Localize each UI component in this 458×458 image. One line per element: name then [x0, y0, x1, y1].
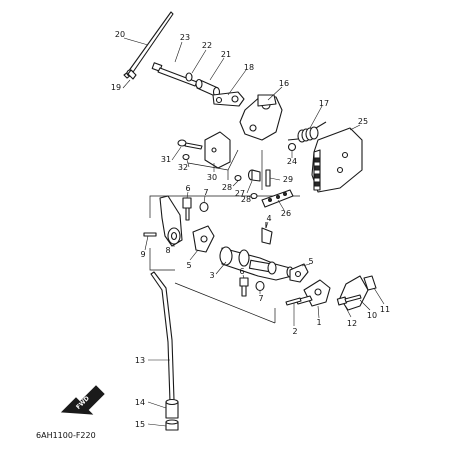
- callout-17: 17: [319, 99, 329, 108]
- screw-31: [177, 139, 203, 150]
- callout-24: 24: [287, 157, 297, 166]
- pin-2: [285, 297, 302, 306]
- shift-shaft-3: [219, 246, 294, 281]
- throttle-cam-16: [239, 94, 283, 141]
- assembly-brackets: [149, 149, 300, 324]
- washer-32: [182, 153, 190, 161]
- bolt-6-lower: [239, 277, 249, 297]
- callout-19: 19: [111, 83, 121, 92]
- pin-28-lower: [250, 192, 258, 200]
- callout-26: 26: [281, 209, 291, 218]
- callout-3: 3: [209, 271, 214, 280]
- grommet-14: [165, 398, 179, 419]
- pin-9: [143, 232, 157, 237]
- callout-31: 31: [161, 155, 171, 164]
- callout-6-lower: 6: [239, 267, 244, 276]
- callout-5-left: 5: [186, 261, 191, 270]
- clip-19: [127, 69, 137, 80]
- callout-25: 25: [358, 117, 368, 126]
- washer-7-lower: [255, 280, 265, 292]
- callout-10: 10: [367, 311, 377, 320]
- callout-7-upper: 7: [203, 188, 208, 197]
- bracket-plate-25: [311, 127, 363, 193]
- lever-5-left: [192, 225, 215, 253]
- callout-labels: 20 23 22 21 18 19 16 17 25 24 31 32 30 2…: [111, 30, 390, 429]
- callout-9: 9: [140, 250, 145, 259]
- callout-15: 15: [135, 420, 145, 429]
- callout-14: 14: [135, 398, 145, 407]
- bolt-12: [336, 294, 362, 306]
- callout-7-lower: 7: [258, 294, 263, 303]
- callout-16: 16: [279, 79, 289, 88]
- spring-17: [287, 121, 327, 143]
- bolt-23: [151, 62, 198, 87]
- callout-29: 29: [283, 175, 293, 184]
- plate-30: [204, 131, 231, 169]
- collar-27: [247, 169, 261, 182]
- callout-32: 32: [178, 163, 188, 172]
- callout-13: 13: [135, 356, 145, 365]
- callout-28-lower: 28: [241, 195, 251, 204]
- washer-7-upper: [199, 201, 209, 213]
- callout-30: 30: [207, 173, 217, 182]
- spacer-11: [363, 275, 377, 291]
- callout-18: 18: [244, 63, 254, 72]
- callout-23: 23: [180, 33, 190, 42]
- callout-20: 20: [115, 30, 125, 39]
- callout-27: 27: [235, 189, 245, 198]
- lever-5-right: [289, 263, 309, 283]
- fwd-arrow-icon: FWD: [60, 385, 105, 415]
- callout-5-right: 5: [308, 257, 313, 266]
- lever-1: [295, 279, 331, 307]
- nut-15: [165, 419, 179, 431]
- collar-21: [195, 78, 221, 98]
- callout-8: 8: [165, 246, 170, 255]
- link-26: [261, 189, 294, 208]
- callout-28-upper: 28: [222, 183, 232, 192]
- callout-12: 12: [347, 319, 357, 328]
- leader-lines: [122, 37, 385, 427]
- washer-22: [185, 72, 193, 82]
- lever-18: [212, 91, 245, 107]
- clip-4: [261, 222, 273, 245]
- shift-rod-13: [150, 271, 175, 403]
- bolt-6-upper: [182, 197, 192, 221]
- link-rod-20: [123, 11, 174, 79]
- pin-28-upper: [234, 174, 242, 182]
- bracket-8: [159, 195, 183, 247]
- callout-22: 22: [202, 41, 212, 50]
- callout-11: 11: [380, 305, 390, 314]
- callout-21: 21: [221, 50, 231, 59]
- pin-29: [265, 169, 271, 187]
- callout-1: 1: [316, 318, 321, 327]
- bolt-24: [287, 142, 297, 152]
- callout-4: 4: [266, 214, 271, 223]
- callout-6-upper: 6: [185, 184, 190, 193]
- diagram-code: 6AH1100-F220: [36, 431, 96, 440]
- callout-2: 2: [292, 327, 297, 336]
